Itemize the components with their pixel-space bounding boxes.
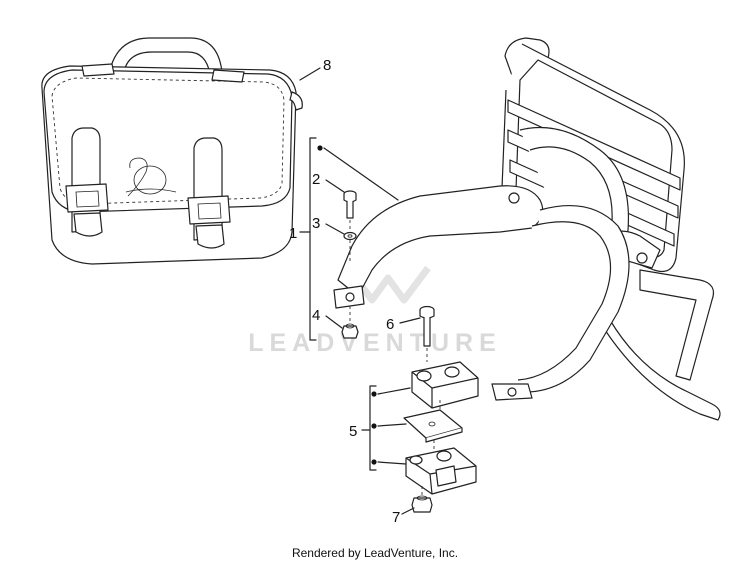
leader-line-2 bbox=[325, 179, 345, 193]
callout-2[interactable]: 2 bbox=[312, 171, 320, 188]
watermark-logo bbox=[345, 265, 431, 304]
clamp-lower[interactable] bbox=[405, 447, 477, 495]
callout-dot-5c bbox=[371, 459, 377, 465]
leader-line-8 bbox=[299, 67, 321, 81]
leader-line-1 bbox=[323, 147, 399, 201]
callout-6[interactable]: 6 bbox=[386, 316, 394, 333]
carrier-bar[interactable] bbox=[333, 185, 630, 401]
callout-dot-5a bbox=[371, 391, 377, 397]
bolt[interactable] bbox=[419, 305, 435, 347]
watermark-text: LEADVENTURE bbox=[248, 329, 502, 357]
callout-8[interactable]: 8 bbox=[323, 57, 331, 74]
callout-3[interactable]: 3 bbox=[312, 215, 320, 232]
clamp-upper[interactable] bbox=[411, 361, 479, 409]
footer-credit: Rendered by LeadVenture, Inc. bbox=[291, 546, 459, 560]
callout-5[interactable]: 5 bbox=[349, 423, 357, 440]
leader-line-4 bbox=[325, 315, 343, 329]
callout-7[interactable]: 7 bbox=[392, 509, 400, 526]
group-bracket-1 bbox=[309, 137, 317, 341]
screw[interactable] bbox=[343, 190, 357, 219]
leader-line-6 bbox=[399, 317, 421, 324]
anniversary-emblem-icon bbox=[125, 157, 177, 197]
saddle-bag[interactable] bbox=[41, 37, 303, 265]
leader-line-3 bbox=[325, 223, 345, 235]
leader-line-7 bbox=[401, 507, 415, 515]
nut[interactable] bbox=[341, 323, 359, 339]
callout-dot-5b bbox=[371, 423, 377, 429]
clamp-plate[interactable] bbox=[403, 409, 463, 443]
clamp-nut[interactable] bbox=[411, 495, 433, 513]
callout-4[interactable]: 4 bbox=[312, 307, 320, 324]
group-bracket-5 bbox=[369, 385, 377, 471]
callout-1[interactable]: 1 bbox=[289, 225, 297, 242]
callout-dot-1 bbox=[317, 145, 323, 151]
washer[interactable] bbox=[343, 231, 357, 241]
